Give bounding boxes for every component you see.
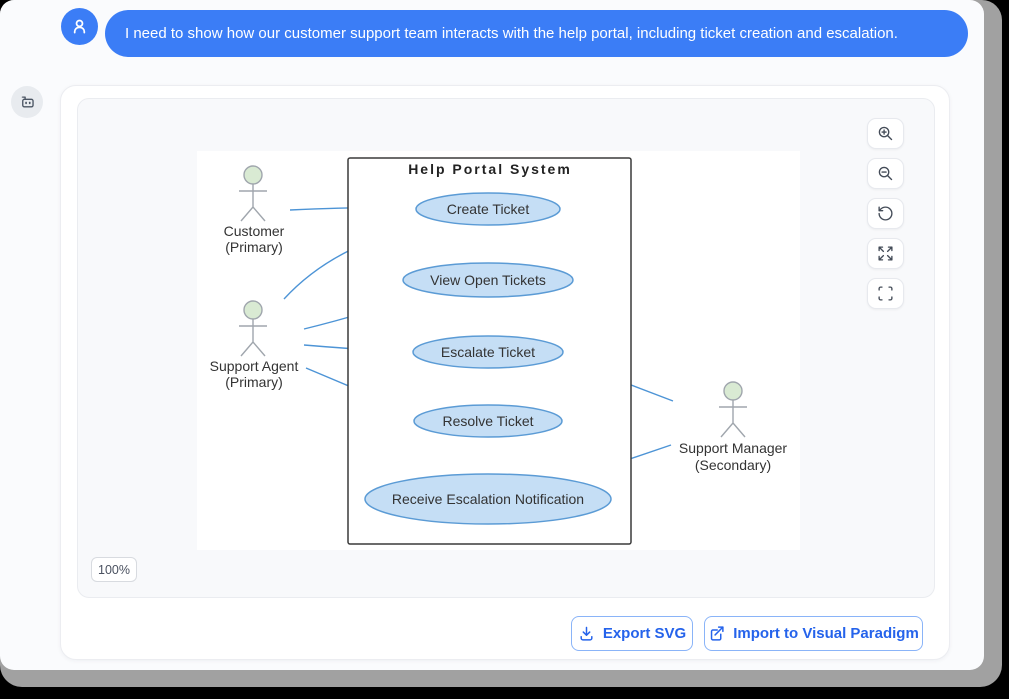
zoom-out-icon — [878, 166, 893, 181]
export-svg-label: Export SVG — [602, 625, 687, 642]
use-case-resolve-ticket: Resolve Ticket — [413, 404, 563, 438]
import-to-visual-paradigm-button[interactable]: Import to Visual Paradigm — [704, 616, 923, 651]
user-avatar — [61, 8, 98, 45]
system-boundary-title: Help Portal System — [408, 161, 572, 177]
diagram-canvas[interactable]: Help Portal System Create Ticket View Op… — [197, 151, 800, 550]
use-case-label: Resolve Ticket — [442, 413, 533, 429]
reset-view-button[interactable] — [867, 198, 904, 229]
diagram-canvas-panel: Help Portal System Create Ticket View Op… — [77, 98, 935, 598]
actor-name: Customer — [224, 223, 285, 239]
use-case-label: Receive Escalation Notification — [392, 491, 584, 507]
import-to-visual-paradigm-label: Import to Visual Paradigm — [733, 625, 919, 642]
zoom-in-icon — [878, 126, 893, 141]
fullscreen-button[interactable] — [867, 278, 904, 309]
fullscreen-icon — [878, 286, 893, 301]
actor-role: (Secondary) — [695, 457, 771, 473]
use-case-escalate-ticket: Escalate Ticket — [412, 335, 564, 369]
actor-support-agent: Support Agent (Primary) — [210, 300, 299, 390]
use-case-create-ticket: Create Ticket — [415, 192, 561, 226]
assistant-avatar — [11, 86, 43, 118]
use-case-label: View Open Tickets — [430, 272, 546, 288]
download-icon — [580, 626, 593, 641]
user-icon — [73, 19, 86, 34]
use-case-diagram: Help Portal System Create Ticket View Op… — [210, 157, 788, 545]
zoom-level-badge: 100% — [91, 557, 137, 582]
actor-role: (Primary) — [225, 239, 283, 255]
user-message-bubble: I need to show how our customer support … — [105, 10, 968, 57]
zoom-level-text: 100% — [98, 562, 130, 577]
actor-support-manager: Support Manager (Secondary) — [679, 381, 788, 473]
zoom-in-button[interactable] — [867, 118, 904, 149]
diagram-card: Help Portal System Create Ticket View Op… — [60, 85, 950, 660]
actor-name: Support Agent — [210, 358, 299, 374]
expand-button[interactable] — [867, 238, 904, 269]
actor-customer: Customer (Primary) — [224, 165, 285, 255]
expand-icon — [878, 246, 893, 261]
actor-role: (Primary) — [225, 374, 283, 390]
reset-view-icon — [878, 206, 893, 221]
actor-name: Support Manager — [679, 440, 788, 456]
use-case-receive-escalation-notification: Receive Escalation Notification — [364, 473, 612, 525]
robot-icon — [21, 95, 34, 108]
external-link-icon — [710, 626, 724, 641]
zoom-out-button[interactable] — [867, 158, 904, 189]
use-case-label: Escalate Ticket — [441, 344, 535, 360]
use-case-view-open-tickets: View Open Tickets — [402, 262, 574, 298]
user-message-text: I need to show how our customer support … — [125, 25, 898, 42]
use-case-label: Create Ticket — [447, 201, 530, 217]
export-svg-button[interactable]: Export SVG — [571, 616, 693, 651]
app-window: I need to show how our customer support … — [0, 0, 984, 670]
